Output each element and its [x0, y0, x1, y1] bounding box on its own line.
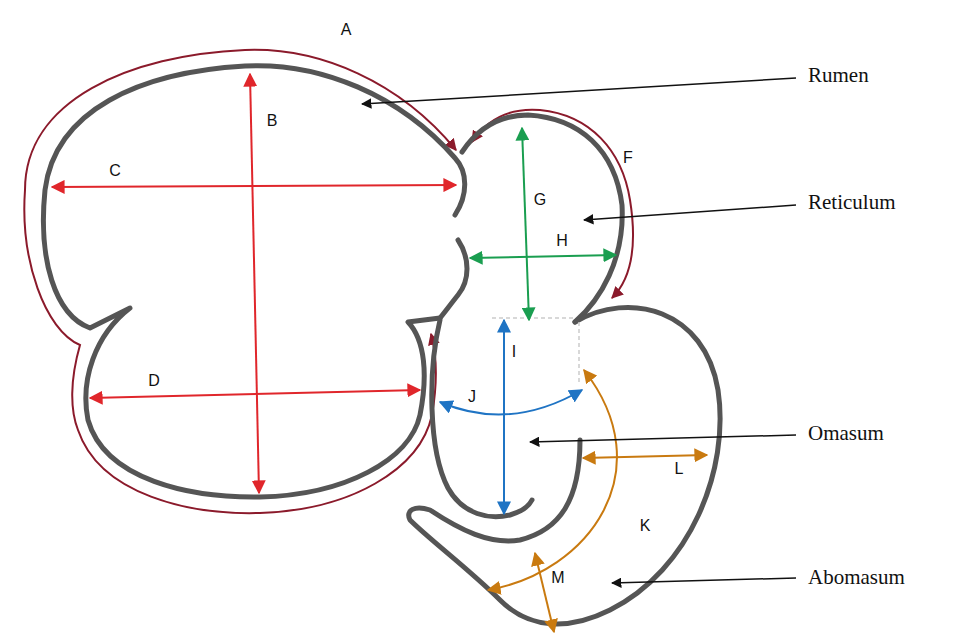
reticulum-lower-wall — [440, 240, 467, 318]
measure-letter: I — [512, 343, 516, 361]
part-label: Abomasum — [808, 566, 905, 589]
label-text: F — [623, 149, 633, 166]
measure-letter: K — [640, 517, 651, 535]
measure-letter: D — [148, 372, 160, 390]
leader-arrow — [584, 205, 796, 220]
measure-letter: M — [551, 569, 564, 587]
rumen-outer-curve — [24, 50, 456, 513]
measure-letter: C — [109, 162, 121, 180]
measure-letter: G — [534, 191, 546, 209]
omasum-wall — [432, 320, 532, 517]
omasum-dashed-border — [492, 318, 579, 385]
label-text: I — [512, 343, 516, 360]
label-text: C — [109, 162, 121, 179]
part-label: Reticulum — [808, 191, 896, 214]
measure-letter: B — [267, 112, 278, 130]
measure-line-l — [583, 455, 707, 458]
label-text: H — [556, 232, 568, 249]
reticulum-outer-curve — [472, 110, 633, 298]
leader-arrow — [612, 578, 796, 583]
leader-arrow — [530, 435, 796, 442]
abomasum-wall — [409, 307, 720, 623]
measure-line-k — [488, 370, 617, 590]
measure-letter: F — [623, 149, 633, 167]
label-text: K — [640, 517, 651, 534]
measure-line-c — [52, 185, 456, 187]
label-text: G — [534, 191, 546, 208]
measure-line-i — [503, 320, 505, 514]
measure-letter: L — [675, 460, 684, 478]
measure-line-d — [90, 390, 420, 398]
label-text: A — [341, 21, 352, 38]
label-text: Abomasum — [808, 565, 905, 589]
label-text: J — [468, 388, 476, 405]
measure-line-j — [440, 390, 582, 415]
measure-line-m — [535, 553, 554, 632]
part-label: Omasum — [808, 422, 884, 445]
rumen-wall — [43, 66, 464, 497]
label-text: D — [148, 372, 160, 389]
label-text: Rumen — [808, 63, 869, 87]
measure-line-g — [522, 128, 529, 320]
label-text: Omasum — [808, 421, 884, 445]
measure-line-b — [250, 74, 259, 493]
measure-letter: H — [556, 232, 568, 250]
part-label: Rumen — [808, 64, 869, 87]
label-text: B — [267, 112, 278, 129]
measure-line-h — [470, 255, 616, 258]
label-text: M — [551, 569, 564, 586]
measure-letter: A — [341, 21, 352, 39]
leader-arrow — [362, 78, 796, 104]
label-text: Reticulum — [808, 190, 896, 214]
measure-letter: J — [468, 388, 476, 406]
label-text: L — [675, 460, 684, 477]
